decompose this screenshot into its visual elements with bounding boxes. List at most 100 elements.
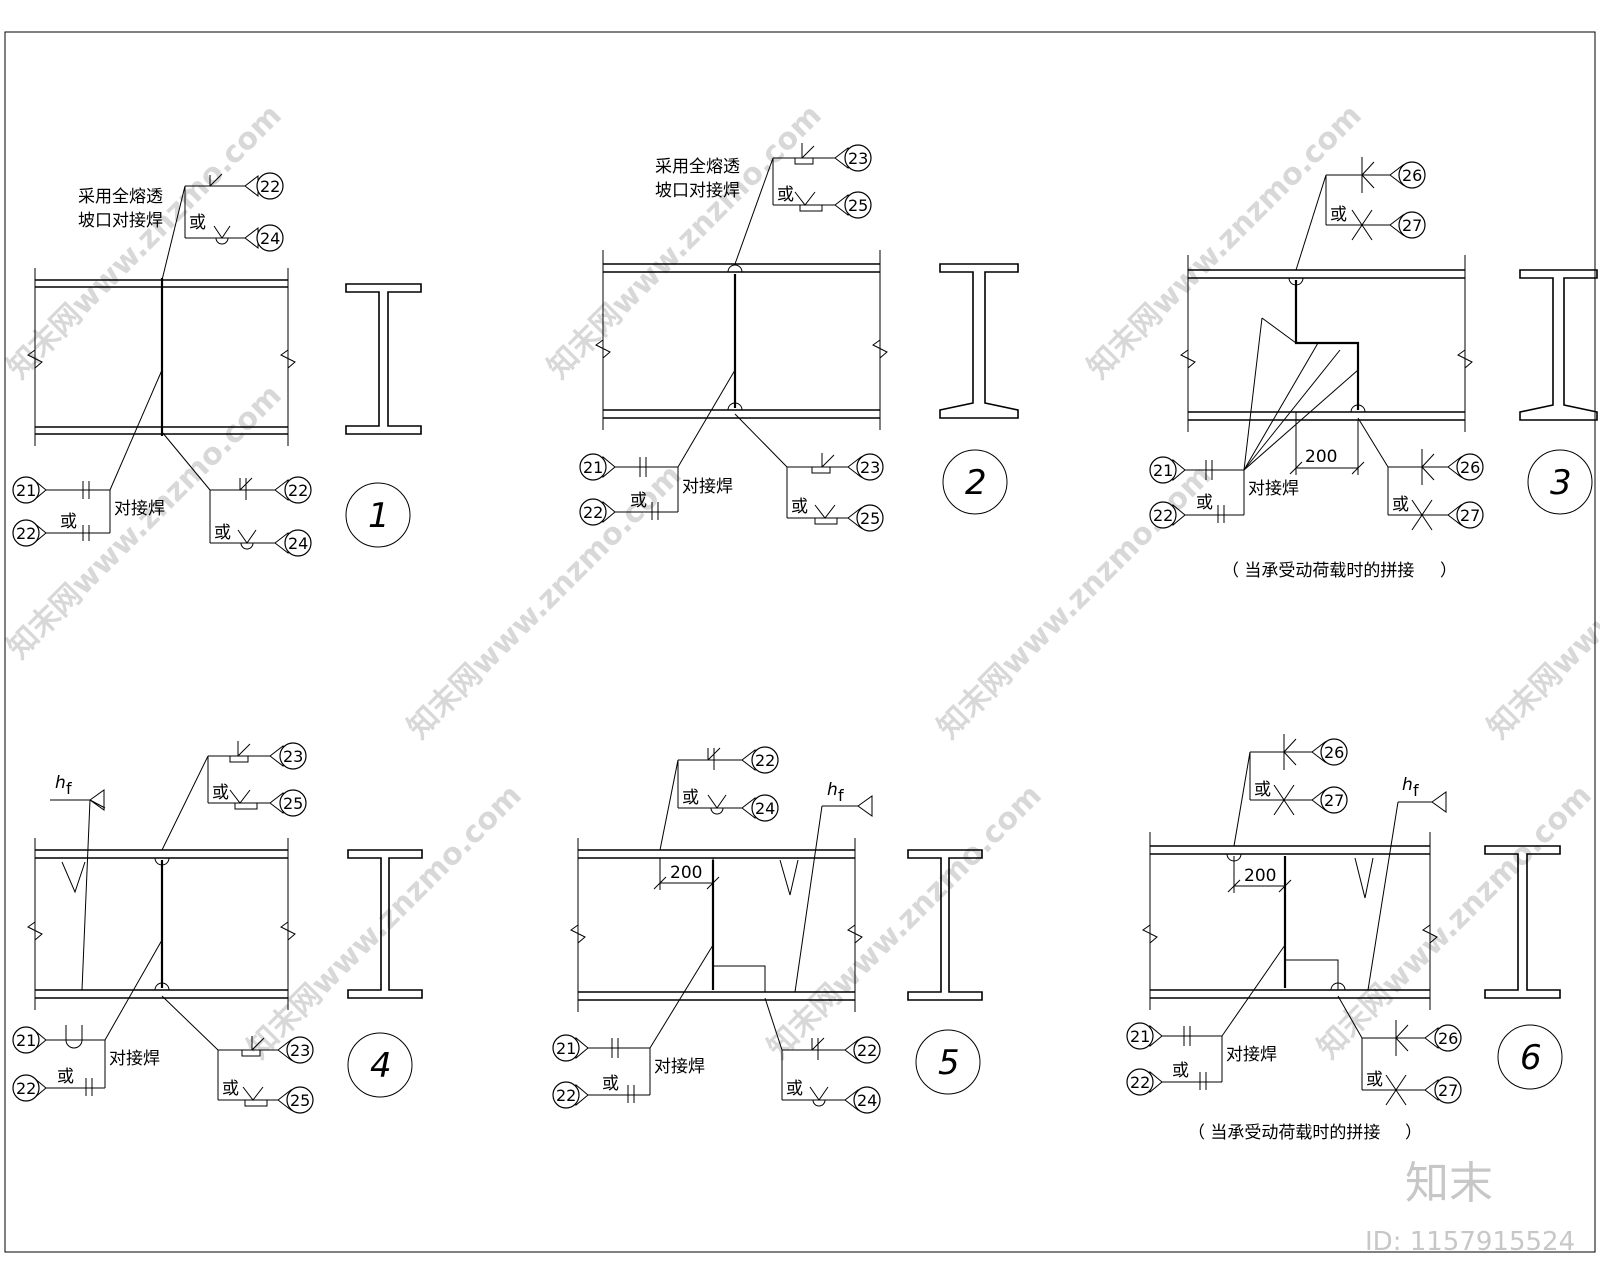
hf-label: h <box>1402 775 1413 795</box>
i-section <box>347 849 423 999</box>
fillet-weld-symbol-icon <box>89 789 105 811</box>
sheet-border <box>4 31 1596 1253</box>
ref-26: 26 <box>1447 453 1484 481</box>
ref-24: 24 <box>741 794 779 822</box>
fillet-weld-symbol-icon <box>1431 791 1447 813</box>
ref-27: 27 <box>1389 211 1426 239</box>
svg-text:26: 26 <box>1460 458 1480 477</box>
watermark-text: 知末网www.znzmo.com <box>1481 458 1600 746</box>
svg-text:27: 27 <box>1460 506 1480 525</box>
svg-text:24: 24 <box>755 799 775 818</box>
detail-4: h f 或 23 25 或 <box>12 741 423 1114</box>
svg-text:21: 21 <box>1153 461 1173 480</box>
butt-weld-label: 对接焊 <box>109 1049 160 1069</box>
svg-text:22: 22 <box>583 503 603 522</box>
dynamic-load-note-close: ） <box>1405 1123 1422 1143</box>
ref-26: 26 <box>1311 738 1348 766</box>
ref-25: 25 <box>277 1086 314 1114</box>
beam-splice: 200 <box>1142 832 1438 1010</box>
or-label: 或 <box>1392 495 1409 515</box>
or-label: 或 <box>189 213 206 233</box>
ref-26: 26 <box>1424 1024 1462 1052</box>
ref-22: 22 <box>579 498 616 526</box>
watermark-text: 知末网www.znzmo.com <box>241 778 529 1066</box>
butt-weld-label: 对接焊 <box>682 477 733 497</box>
or-label: 或 <box>682 788 699 808</box>
svg-text:22: 22 <box>260 177 280 196</box>
beam-splice <box>27 838 296 1010</box>
ref-26: 26 <box>1389 161 1426 189</box>
ref-21: 21 <box>12 476 47 504</box>
svg-text:24: 24 <box>857 1091 877 1110</box>
ref-22: 22 <box>1149 501 1186 529</box>
detail-number-2: 2 <box>942 449 1008 515</box>
dynamic-load-note: （ 当承受动荷载时的拼接 <box>1222 561 1414 581</box>
svg-text:22: 22 <box>16 1079 36 1098</box>
svg-text:26: 26 <box>1402 166 1422 185</box>
ref-22: 22 <box>12 519 47 547</box>
detail-2: 采用全熔透 坡口对接焊 或 23 25 或 对接焊 <box>579 143 1019 532</box>
ref-25: 25 <box>269 789 307 817</box>
or-label: 或 <box>214 523 231 543</box>
or-label: 或 <box>1172 1061 1189 1081</box>
note-full-penetration-1: 采用全熔透 <box>655 157 740 177</box>
or-label: 或 <box>630 491 647 511</box>
hf-subscript: f <box>66 779 72 798</box>
or-label: 或 <box>1254 780 1271 800</box>
i-section <box>1484 845 1561 999</box>
detail-5: 200 h f 或 22 24 <box>552 746 983 1114</box>
svg-text:1: 1 <box>368 496 390 536</box>
detail-number-4: 4 <box>347 1032 413 1098</box>
watermark-layer: 知末网www.znzmo.com 知末网www.znzmo.com 知末网www… <box>1 98 1600 1066</box>
svg-text:25: 25 <box>290 1091 310 1110</box>
svg-text:22: 22 <box>755 751 775 770</box>
ref-21: 21 <box>1126 1022 1163 1050</box>
svg-text:24: 24 <box>288 534 308 553</box>
dynamic-load-note-close: ） <box>1440 561 1457 581</box>
beam-splice <box>27 268 296 446</box>
v-groove-symbol-icon <box>213 225 231 239</box>
svg-text:25: 25 <box>860 509 880 528</box>
ref-27: 27 <box>1447 501 1484 529</box>
beam-splice: 200 <box>1180 255 1473 475</box>
svg-text:23: 23 <box>283 747 303 766</box>
or-label: 或 <box>786 1079 803 1099</box>
ref-22: 22 <box>741 746 779 774</box>
note-full-penetration-2: 坡口对接焊 <box>655 181 740 201</box>
watermark-id: ID: 1157915524 <box>1365 1227 1575 1257</box>
svg-text:26: 26 <box>1324 743 1344 762</box>
svg-text:6: 6 <box>1520 1038 1542 1078</box>
svg-text:27: 27 <box>1324 791 1344 810</box>
hf-label: h <box>827 780 838 800</box>
dimension-200: 200 <box>1244 866 1276 886</box>
detail-number-6: 6 <box>1497 1024 1563 1090</box>
ref-25: 25 <box>834 191 872 219</box>
hf-subscript: f <box>838 786 844 805</box>
svg-text:21: 21 <box>583 458 603 477</box>
ref-23: 23 <box>847 453 884 481</box>
svg-text:23: 23 <box>848 149 868 168</box>
svg-text:21: 21 <box>16 481 36 500</box>
i-section <box>345 283 422 435</box>
watermark-text: 知末网www.znzmo.com <box>1311 778 1599 1066</box>
butt-weld-label: 对接焊 <box>1226 1045 1277 1065</box>
svg-text:22: 22 <box>1130 1073 1150 1092</box>
ref-24: 24 <box>274 529 312 557</box>
ref-22: 22 <box>274 476 312 504</box>
svg-text:3: 3 <box>1550 463 1572 503</box>
detail-6: 200 h f 或 26 27 <box>1126 734 1563 1143</box>
or-label: 或 <box>212 783 229 803</box>
ref-22: 22 <box>12 1074 47 1102</box>
svg-text:25: 25 <box>848 196 868 215</box>
ref-24: 24 <box>844 1086 881 1114</box>
ref-21: 21 <box>579 453 616 481</box>
svg-text:24: 24 <box>260 229 280 248</box>
svg-text:21: 21 <box>556 1039 576 1058</box>
or-label: 或 <box>1196 493 1213 513</box>
ref-23: 23 <box>277 1036 314 1064</box>
svg-text:5: 5 <box>938 1043 960 1083</box>
watermark-text: 知末网www.znzmo.com <box>761 778 1049 1066</box>
ref-24: 24 <box>244 224 284 252</box>
i-section <box>907 849 983 1001</box>
